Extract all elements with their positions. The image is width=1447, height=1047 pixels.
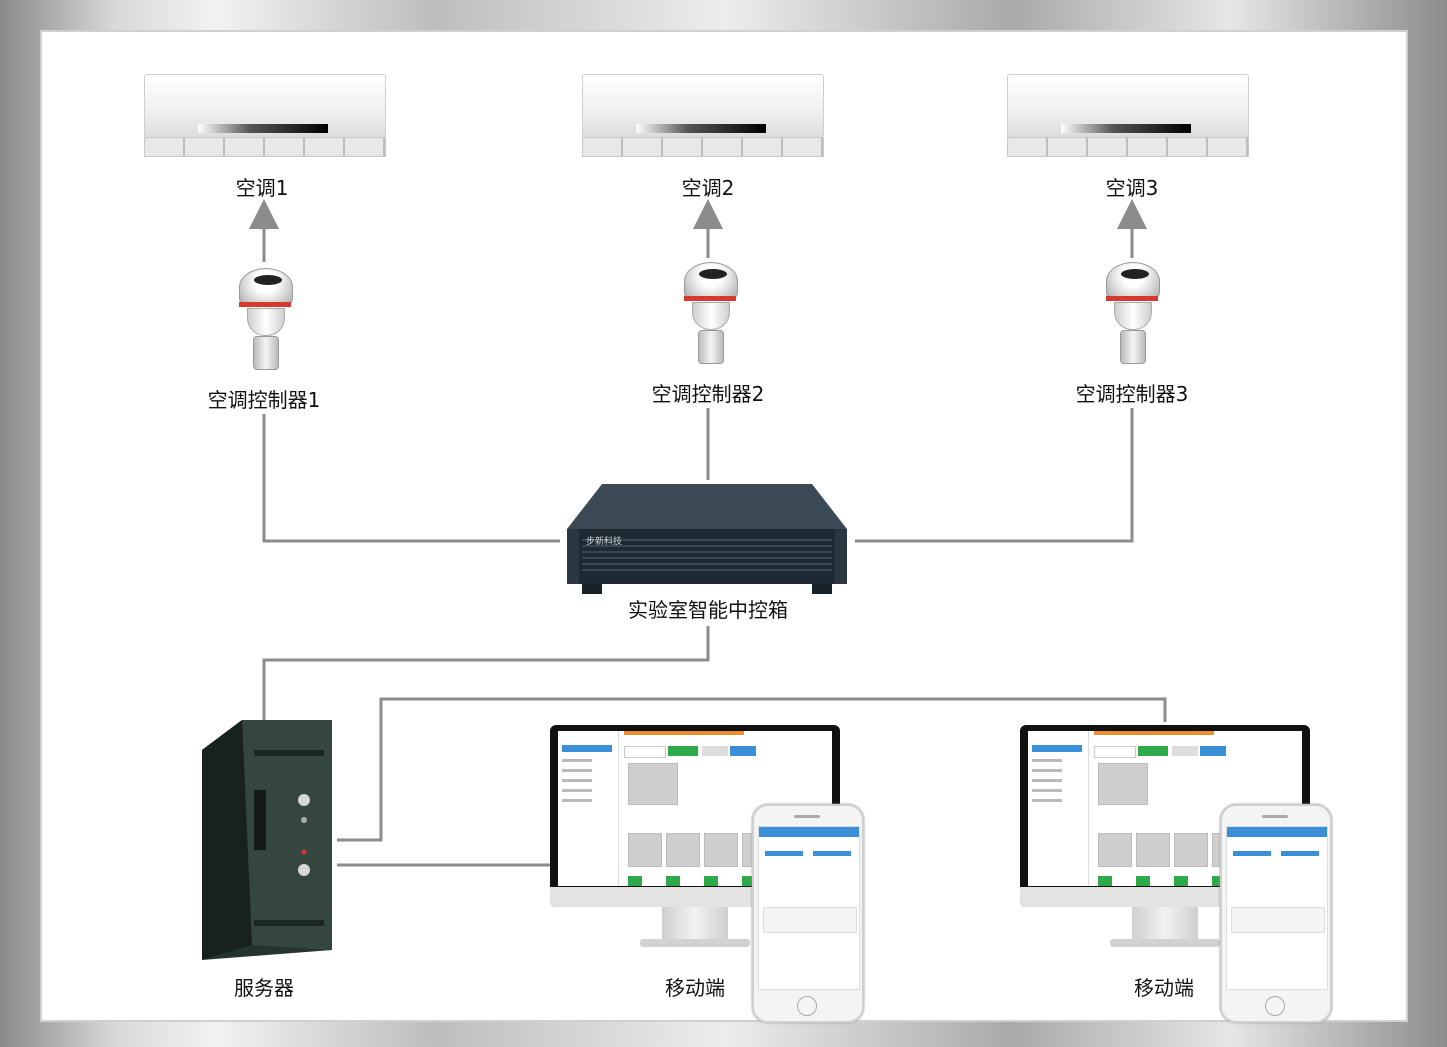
label-ac3: 空调3 xyxy=(1105,176,1159,200)
label-ctrl3: 空调控制器3 xyxy=(1075,382,1189,406)
line-hub-ctrl1 xyxy=(262,414,560,543)
controller-device-2 xyxy=(680,262,740,372)
label-ac2: 空调2 xyxy=(681,176,735,200)
air-conditioner-1 xyxy=(144,74,386,157)
line-hub-ctrl3 xyxy=(855,408,1134,543)
smartphone-1 xyxy=(752,804,864,1023)
line-server-mobile2 xyxy=(337,697,1167,842)
air-conditioner-2 xyxy=(582,74,824,157)
line-hub-server xyxy=(262,626,710,722)
controller-device-1 xyxy=(235,268,295,378)
central-control-box: 步新科技 xyxy=(567,484,847,594)
air-conditioner-3 xyxy=(1007,74,1249,157)
label-ac1: 空调1 xyxy=(235,176,289,200)
label-mobile1: 移动端 xyxy=(665,976,725,1000)
controller-device-3 xyxy=(1102,262,1162,372)
server-tower xyxy=(202,720,332,960)
label-ctrl1: 空调控制器1 xyxy=(207,388,321,412)
label-hub: 实验室智能中控箱 xyxy=(628,598,788,622)
smartphone-2 xyxy=(1220,804,1332,1023)
label-server: 服务器 xyxy=(234,976,294,1000)
label-ctrl2: 空调控制器2 xyxy=(651,382,765,406)
label-mobile2: 移动端 xyxy=(1134,976,1194,1000)
box-brand: 步新科技 xyxy=(586,535,622,547)
